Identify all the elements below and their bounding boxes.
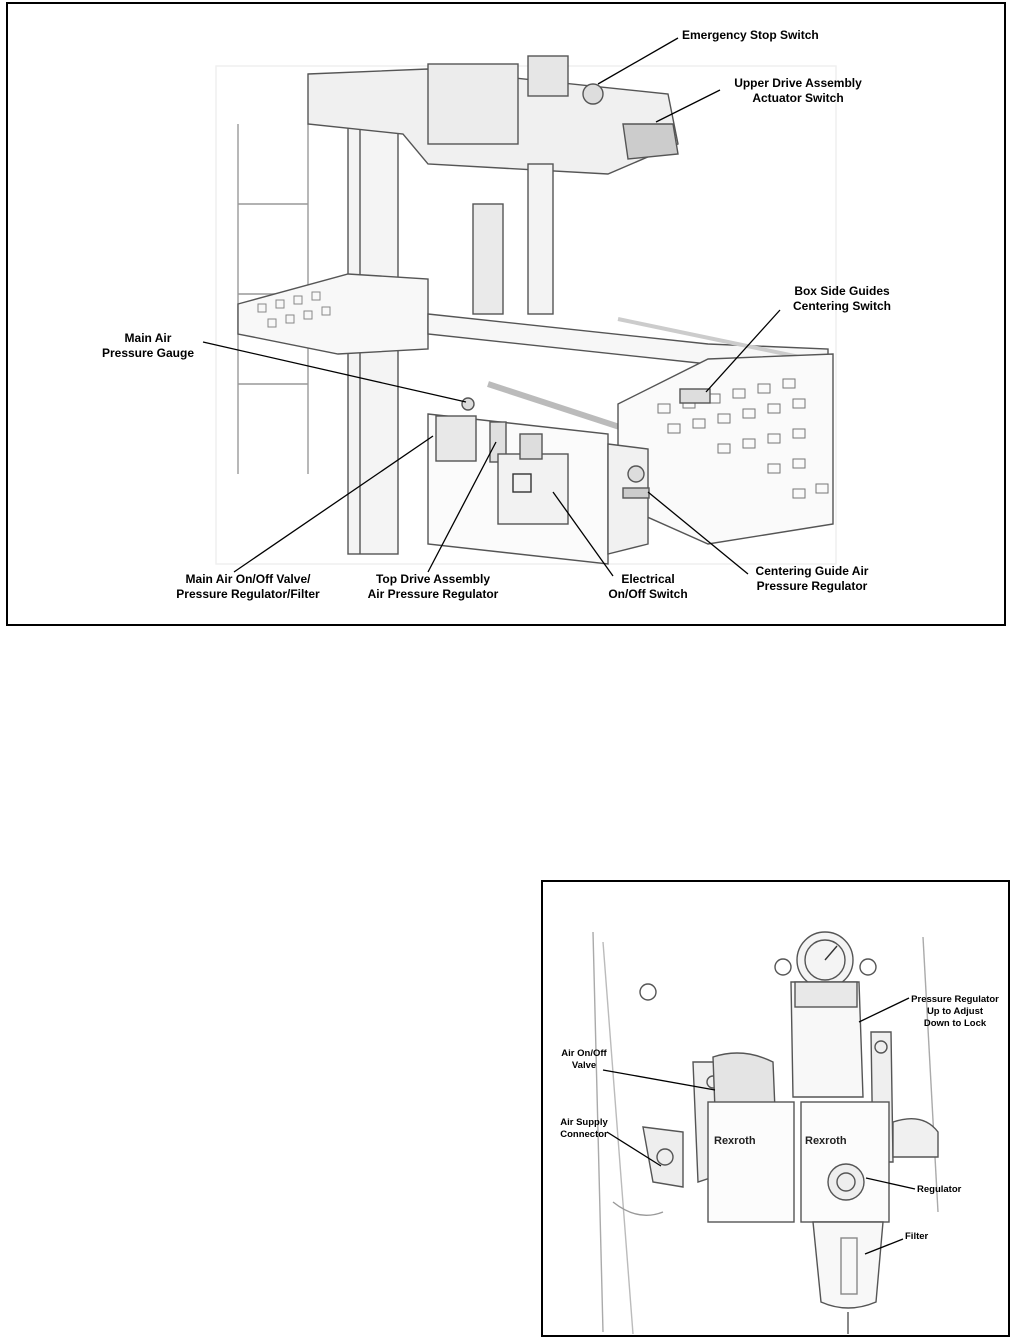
label-pressure-regulator-adjust: Pressure Regulator Up to Adjust Down to … bbox=[911, 994, 999, 1029]
label-air-supply-connector: Air Supply Connector bbox=[560, 1117, 608, 1140]
label-box-side-guides-centering: Box Side Guides Centering Switch bbox=[792, 284, 891, 313]
frl-sketch: Rexroth Rexroth bbox=[592, 931, 939, 1335]
frl-unit-figure: Rexroth Rexroth Pressure Regulator Up to… bbox=[541, 880, 1010, 1337]
label-electrical-on-off-switch: Electrical On/Off Switch bbox=[608, 572, 688, 601]
brand-mark-regulator: Rexroth bbox=[805, 1135, 847, 1147]
label-upper-drive-actuator: Upper Drive Assembly Actuator Switch bbox=[734, 76, 862, 105]
label-main-air-valve-regulator-filter: Main Air On/Off Valve/ Pressure Regulato… bbox=[176, 572, 320, 601]
label-filter: Filter bbox=[905, 1231, 929, 1242]
label-main-air-pressure-gauge: Main Air Pressure Gauge bbox=[101, 331, 195, 360]
label-regulator: Regulator bbox=[917, 1184, 962, 1195]
machine-sketch bbox=[202, 37, 837, 577]
label-air-on-off-valve: Air On/Off Valve bbox=[561, 1048, 607, 1071]
label-emergency-stop-switch: Emergency Stop Switch bbox=[682, 28, 819, 42]
machine-overview-figure: Emergency Stop Switch Upper Drive Assemb… bbox=[6, 2, 1006, 626]
label-top-drive-air-regulator: Top Drive Assembly Air Pressure Regulato… bbox=[367, 572, 499, 601]
brand-mark-valve: Rexroth bbox=[714, 1135, 756, 1147]
label-centering-guide-air-regulator: Centering Guide Air Pressure Regulator bbox=[755, 564, 869, 593]
